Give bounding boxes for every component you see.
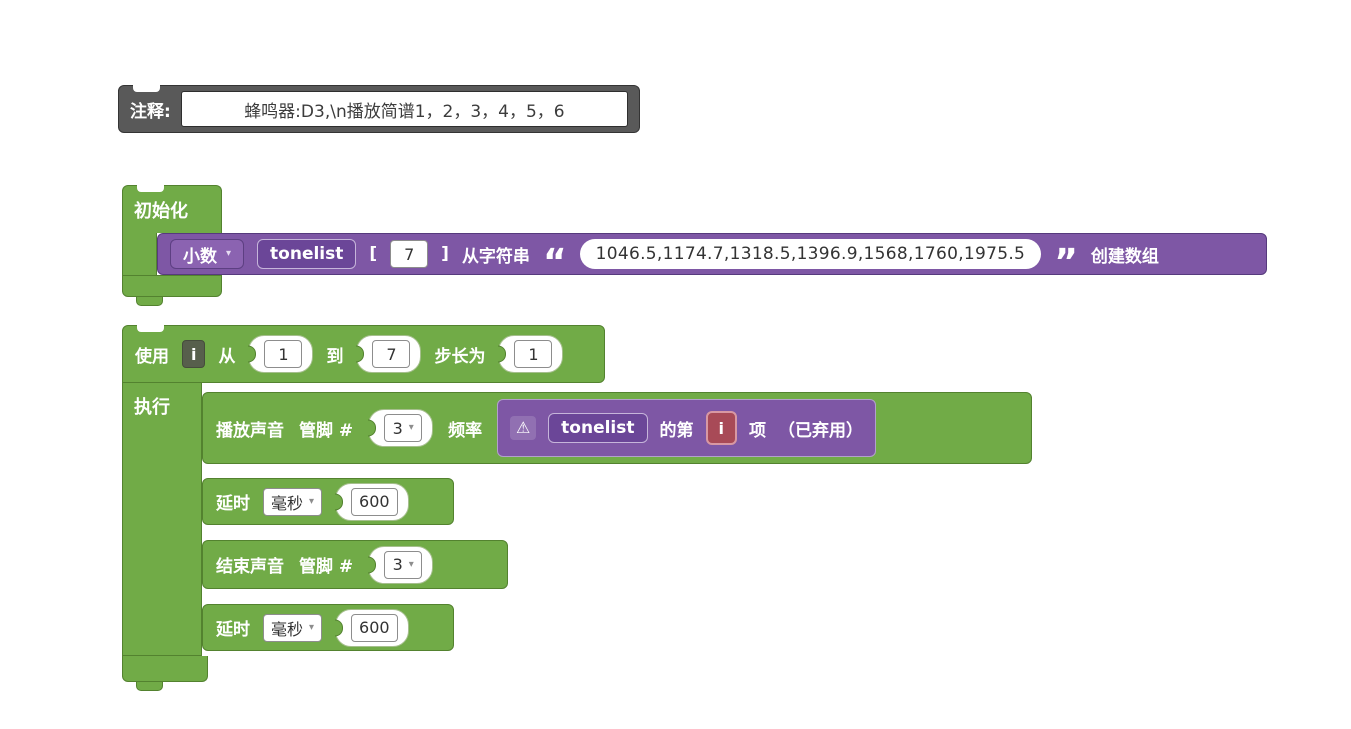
delay-block[interactable]: 延时 毫秒 ▾ 600 bbox=[202, 604, 454, 651]
comment-text-field[interactable]: 蜂鸣器:D3,\n播放简谱1，2，3，4，5，6 bbox=[180, 91, 628, 127]
tonelist-variable-chip[interactable]: tonelist bbox=[548, 413, 648, 443]
array-type-value: 小数 bbox=[183, 246, 217, 267]
delay-value-field[interactable]: 600 bbox=[351, 613, 398, 642]
delay-unit-value: 毫秒 bbox=[271, 619, 304, 639]
init-block-label: 初始化 bbox=[134, 201, 188, 222]
init-block[interactable]: 初始化 小数 ▾ tonelist [ 7 ] 从字符串 “ 1046.5,11… bbox=[122, 185, 1282, 311]
dropdown-arrow-icon: ▾ bbox=[226, 248, 232, 259]
loop-to-slot[interactable]: 7 bbox=[356, 335, 422, 373]
open-quote-icon: “ bbox=[542, 242, 567, 283]
array-size-field[interactable]: 7 bbox=[390, 240, 429, 268]
bracket-close: ] bbox=[441, 244, 449, 264]
delay-unit-dropdown[interactable]: 毫秒 ▾ bbox=[263, 487, 323, 516]
dropdown-arrow-icon: ▾ bbox=[408, 558, 414, 570]
delay-label: 延时 bbox=[216, 620, 250, 640]
close-quote-icon: ” bbox=[1054, 242, 1078, 283]
bracket-open: [ bbox=[369, 244, 378, 264]
delay-unit-value: 毫秒 bbox=[271, 493, 304, 513]
init-block-footer bbox=[122, 275, 222, 297]
list-get-item-deprecated-block[interactable]: ⚠ tonelist 的第 i 项 （已弃用） bbox=[497, 399, 876, 457]
loop-to-field[interactable]: 7 bbox=[372, 340, 411, 368]
list-item-label: 项 bbox=[749, 420, 766, 441]
loop-step-label: 步长为 bbox=[434, 346, 486, 367]
play-tone-pin-dropdown[interactable]: 3 ▾ bbox=[384, 414, 423, 442]
create-array-block[interactable]: 小数 ▾ tonelist [ 7 ] 从字符串 “ 1046.5,1174.7… bbox=[157, 233, 1267, 283]
init-block-bottom-bump bbox=[136, 297, 163, 306]
loop-step-field[interactable]: 1 bbox=[514, 340, 553, 368]
deprecated-label: （已弃用） bbox=[778, 420, 863, 441]
warning-icon[interactable]: ⚠ bbox=[510, 416, 537, 440]
loop-header[interactable]: 使用 i 从 1 到 7 步长为 1 bbox=[122, 325, 605, 383]
play-tone-label: 播放声音 bbox=[216, 420, 284, 441]
comment-label: 注释: bbox=[130, 101, 171, 122]
list-item-of-label: 的第 bbox=[659, 420, 694, 441]
dropdown-arrow-icon: ▾ bbox=[309, 495, 315, 507]
list-index-variable-chip[interactable]: i bbox=[705, 411, 737, 445]
stop-tone-pin-label: 管脚 # bbox=[299, 557, 354, 577]
delay-value-slot[interactable]: 600 bbox=[335, 482, 409, 521]
array-type-dropdown[interactable]: 小数 ▾ bbox=[170, 239, 245, 269]
play-tone-block[interactable]: 播放声音 管脚 # 3 ▾ 频率 ⚠ tonelist 的第 i 项 （已弃用） bbox=[202, 392, 1032, 464]
array-variable-chip[interactable]: tonelist bbox=[257, 239, 357, 269]
loop-left-wall[interactable]: 执行 bbox=[122, 383, 202, 656]
play-tone-freq-label: 频率 bbox=[448, 420, 483, 441]
stop-tone-pin-value: 3 bbox=[392, 555, 403, 574]
play-tone-pin-label: 管脚 # bbox=[299, 420, 354, 441]
comment-block-notch bbox=[133, 85, 160, 92]
loop-from-label: 从 bbox=[218, 346, 236, 367]
loop-step-slot[interactable]: 1 bbox=[498, 335, 564, 373]
dropdown-arrow-icon: ▾ bbox=[408, 422, 414, 433]
repeat-loop-block[interactable]: 使用 i 从 1 到 7 步长为 1 执行 播放声音 管脚 # bbox=[122, 325, 1062, 695]
init-block-left-wall bbox=[122, 233, 157, 275]
comment-block[interactable]: 注释: 蜂鸣器:D3,\n播放简谱1，2，3，4，5，6 bbox=[118, 85, 640, 133]
loop-to-label: 到 bbox=[326, 346, 344, 367]
loop-use-label: 使用 bbox=[135, 346, 169, 367]
loop-block-notch bbox=[137, 325, 164, 332]
stop-tone-label: 结束声音 bbox=[216, 557, 284, 577]
stop-tone-pin-slot[interactable]: 3 ▾ bbox=[368, 545, 434, 584]
play-tone-pin-value: 3 bbox=[392, 418, 403, 438]
init-block-notch bbox=[137, 185, 164, 192]
from-string-label: 从字符串 bbox=[461, 246, 530, 267]
delay-label: 延时 bbox=[216, 494, 250, 514]
loop-from-field[interactable]: 1 bbox=[264, 340, 303, 368]
play-tone-pin-slot[interactable]: 3 ▾ bbox=[368, 409, 434, 447]
dropdown-arrow-icon: ▾ bbox=[309, 621, 315, 633]
loop-from-slot[interactable]: 1 bbox=[248, 335, 314, 373]
stop-tone-pin-dropdown[interactable]: 3 ▾ bbox=[384, 550, 423, 579]
delay-value-field[interactable]: 600 bbox=[351, 487, 398, 516]
init-block-header[interactable]: 初始化 bbox=[122, 185, 222, 233]
loop-bottom-bump bbox=[136, 682, 163, 691]
delay-value-slot[interactable]: 600 bbox=[335, 608, 409, 647]
stop-tone-block[interactable]: 结束声音 管脚 # 3 ▾ bbox=[202, 540, 508, 589]
create-array-label: 创建数组 bbox=[1090, 246, 1159, 267]
loop-footer bbox=[122, 656, 208, 682]
delay-block[interactable]: 延时 毫秒 ▾ 600 bbox=[202, 478, 454, 525]
delay-unit-dropdown[interactable]: 毫秒 ▾ bbox=[263, 613, 323, 642]
loop-variable-chip[interactable]: i bbox=[182, 340, 206, 368]
array-string-field[interactable]: 1046.5,1174.7,1318.5,1396.9,1568,1760,19… bbox=[579, 239, 1042, 269]
loop-do-label: 执行 bbox=[134, 397, 170, 418]
